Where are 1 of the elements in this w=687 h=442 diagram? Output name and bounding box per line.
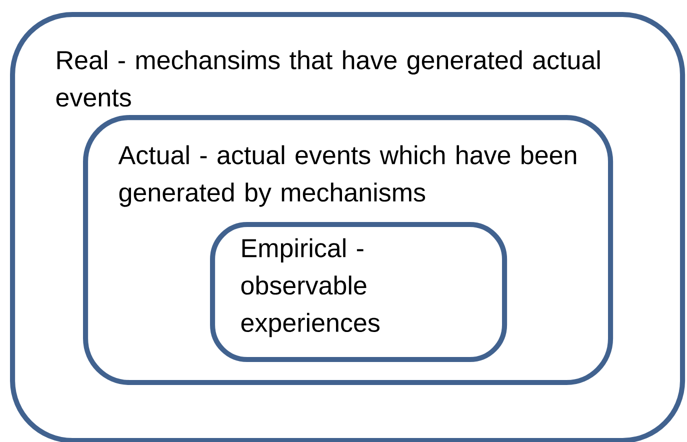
rounded-box: Empirical - observable experiences: [210, 222, 508, 362]
